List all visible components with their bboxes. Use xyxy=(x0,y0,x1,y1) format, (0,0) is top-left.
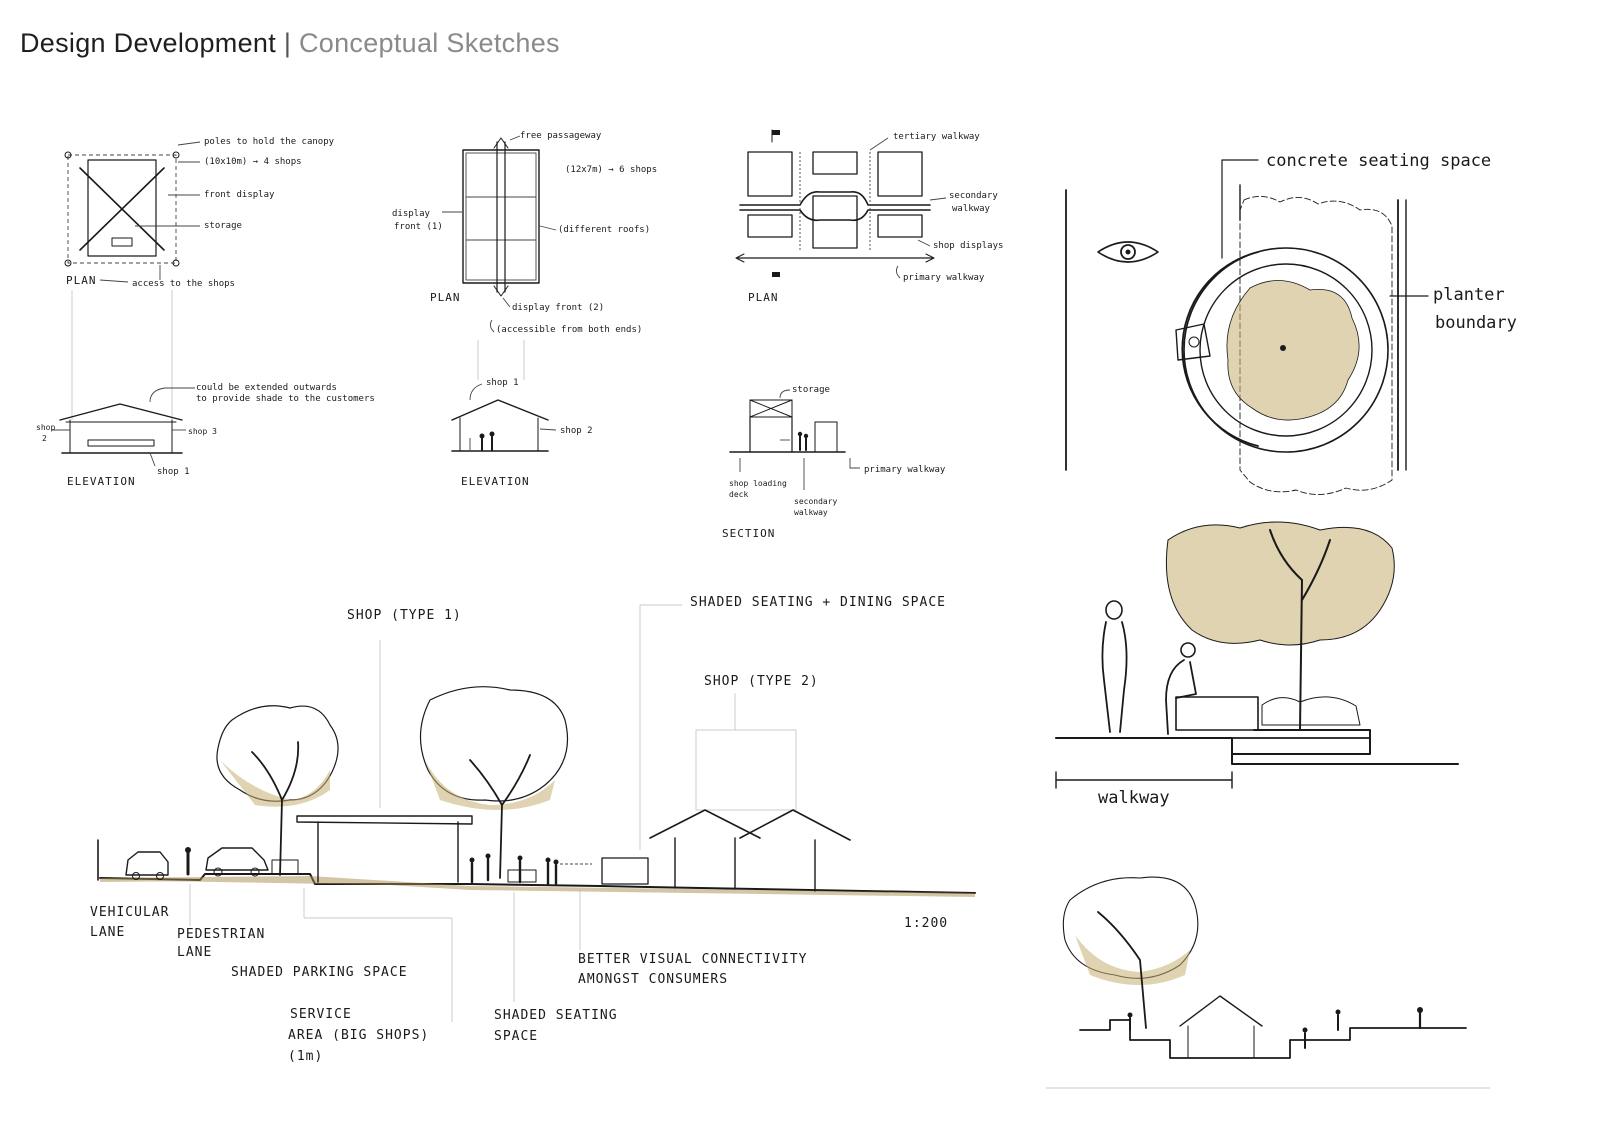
s2e-elevation-label: ELEVATION xyxy=(461,475,530,488)
s1e-shop2-label: shop xyxy=(36,423,55,432)
s2-display-front1-label: display xyxy=(392,209,431,219)
s3s-primary-label: primary walkway xyxy=(864,465,946,475)
main-pedestrian-b-label: LANE xyxy=(177,945,212,960)
s3s-loading-b-label: deck xyxy=(729,490,748,499)
main-visual-label: BETTER VISUAL CONNECTIVITY xyxy=(578,952,808,967)
rp-planter-b-label: boundary xyxy=(1435,313,1517,333)
s3s-section-label: SECTION xyxy=(722,527,775,540)
s3-primary-label: primary walkway xyxy=(903,273,985,283)
s2-passageway-label: free passageway xyxy=(520,131,602,141)
main-shaded-seating-b-label: SPACE xyxy=(494,1029,538,1044)
s1e-shop3-label: shop 3 xyxy=(188,427,217,436)
s1e-shop1-label: shop 1 xyxy=(157,467,190,477)
s1-plan-label: PLAN xyxy=(66,274,97,287)
main-shop-type2-label: SHOP (TYPE 2) xyxy=(704,674,819,689)
page-title: Design Development | Conceptual Sketches xyxy=(20,28,560,59)
title-main: Design Development xyxy=(20,28,277,58)
title-subtitle: Conceptual Sketches xyxy=(299,28,560,58)
sketch3-plan-drawing xyxy=(735,129,947,279)
s1-front-display-label: front display xyxy=(204,190,275,200)
main-section-drawing xyxy=(97,604,976,1022)
s2-size-label: (12x7m) → 6 shops xyxy=(565,165,657,175)
s3-shop-displays-label: shop displays xyxy=(933,241,1003,251)
s1e-elevation-label: ELEVATION xyxy=(67,475,136,488)
s1-access-label: access to the shops xyxy=(132,279,235,289)
s1-size-label: (10x10m) → 4 shops xyxy=(204,157,302,167)
main-vehicular-b-label: LANE xyxy=(90,925,125,940)
s1-poles-label: poles to hold the canopy xyxy=(204,137,335,147)
s3-tertiary-label: tertiary walkway xyxy=(893,132,980,142)
sketch1-elevation-drawing xyxy=(52,387,195,467)
main-visual-b-label: AMONGST CONSUMERS xyxy=(578,972,728,987)
sketch3-section-drawing xyxy=(729,389,860,490)
main-shaded-seating-label: SHADED SEATING xyxy=(494,1008,618,1023)
s2-display-front2-label: display front (2) xyxy=(512,303,604,313)
s2-different-roofs-label: (different roofs) xyxy=(558,225,650,235)
s1e-shop2-num-label: 2 xyxy=(42,434,47,443)
main-service-c-label: (1m) xyxy=(288,1049,323,1064)
main-shop-type1-label: SHOP (TYPE 1) xyxy=(347,608,462,623)
rp-planter-label: planter xyxy=(1433,285,1505,305)
s2-accessible-label: (accessible from both ends) xyxy=(496,325,642,335)
title-separator: | xyxy=(283,28,292,58)
small-section-drawing xyxy=(1046,876,1490,1089)
s3-secondary-b-label: walkway xyxy=(952,204,991,214)
main-service-label: SERVICE xyxy=(290,1007,352,1022)
seating-section-drawing xyxy=(1055,521,1459,789)
sketch1-plan-drawing xyxy=(64,141,201,420)
s3-secondary-label: secondary xyxy=(949,191,998,201)
s1e-note-label: could be extended outwards xyxy=(196,383,337,393)
sketch2-elevation-drawing xyxy=(451,383,557,452)
s2-display-front1b-label: front (1) xyxy=(394,222,443,232)
main-shaded-parking-label: SHADED PARKING SPACE xyxy=(231,965,408,980)
s1-storage-label: storage xyxy=(204,221,242,231)
sketch2-plan-drawing xyxy=(442,135,557,380)
s3s-loading-label: shop loading xyxy=(729,479,787,488)
s3s-storage-label: storage xyxy=(792,385,830,395)
main-scale-label: 1:200 xyxy=(904,916,948,931)
main-vehicular-label: VEHICULAR xyxy=(90,905,169,920)
s1e-note-b-label: to provide shade to the customers xyxy=(196,394,375,404)
s3s-secondary-b-label: walkway xyxy=(794,508,828,517)
rp-concrete-label: concrete seating space xyxy=(1266,151,1491,171)
main-shaded-dining-label: SHADED SEATING + DINING SPACE xyxy=(690,595,946,610)
main-pedestrian-label: PEDESTRIAN xyxy=(177,927,265,942)
s2-plan-label: PLAN xyxy=(430,291,461,304)
s2e-shop1-label: shop 1 xyxy=(486,378,519,388)
s2e-shop2-label: shop 2 xyxy=(560,426,593,436)
s3-plan-label: PLAN xyxy=(748,291,779,304)
s3s-secondary-label: secondary xyxy=(794,497,838,506)
planter-plan-drawing xyxy=(1065,159,1429,495)
main-service-b-label: AREA (BIG SHOPS) xyxy=(288,1028,429,1043)
rp-walkway-label: walkway xyxy=(1098,788,1170,808)
